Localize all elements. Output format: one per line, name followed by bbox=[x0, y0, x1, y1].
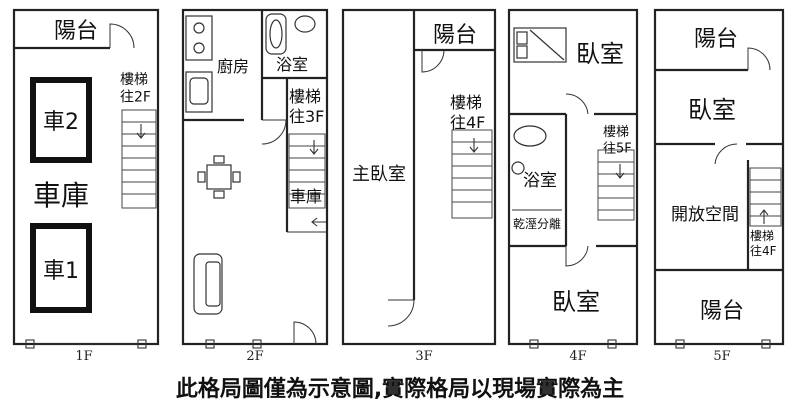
pillar-icon bbox=[607, 339, 617, 349]
f3-balcony-label: 陽台 bbox=[433, 23, 477, 48]
f5-open-space-label: 開放空間 bbox=[671, 205, 739, 225]
pillar-icon bbox=[252, 339, 262, 349]
f4-floor-label: 4F bbox=[569, 349, 586, 364]
f1-stairs-label: 樓梯往2F bbox=[120, 72, 151, 106]
f1-balcony-label: 陽台 bbox=[54, 19, 98, 44]
door-swing-icon bbox=[565, 245, 589, 267]
f2-bathroom-label: 浴室 bbox=[276, 55, 308, 74]
stove-icon bbox=[185, 15, 213, 61]
floor-2f-outline bbox=[181, 8, 329, 346]
door-swing-icon bbox=[261, 119, 287, 145]
f2-garage-label: 車庫 bbox=[290, 187, 322, 206]
wash-basin-icon bbox=[294, 15, 316, 33]
toilet-icon bbox=[513, 125, 547, 147]
pillar-icon bbox=[761, 339, 771, 349]
stair-arrow-icon bbox=[136, 124, 146, 139]
shower-icon bbox=[511, 161, 525, 175]
pillar-icon bbox=[529, 339, 539, 349]
f5-bedroom-label: 臥室 bbox=[688, 96, 736, 124]
floor-4f-outline bbox=[507, 8, 639, 346]
f4-bedroom-top-label: 臥室 bbox=[576, 40, 624, 68]
f1-car-2-label: 車2 bbox=[43, 110, 79, 135]
f5-balcony-top-label: 陽台 bbox=[694, 27, 738, 52]
door-swing-icon bbox=[565, 93, 589, 115]
stairs-icon bbox=[288, 133, 326, 209]
f1-floor-label: 1F bbox=[75, 349, 92, 364]
bathtub-icon bbox=[265, 13, 287, 55]
floor-4f: 臥室 浴室 乾溼分離 樓梯往5F 臥室 4F bbox=[507, 8, 639, 364]
pillar-icon bbox=[675, 339, 685, 349]
f2-stairs-label: 樓梯往3F bbox=[289, 87, 324, 126]
floor-3f: 陽台 主臥室 樓梯往4F 3F bbox=[341, 8, 497, 364]
f3-floor-label: 3F bbox=[415, 349, 432, 364]
floor-2f: 廚房 浴室 樓梯往3F 車庫 2F bbox=[181, 8, 329, 364]
f5-stairs-label: 樓梯往4F bbox=[750, 228, 777, 258]
f5-balcony-bottom-label: 陽台 bbox=[700, 299, 744, 324]
floor-5f-outline bbox=[653, 8, 785, 346]
disclaimer-caption: 此格局圖僅為示意圖,實際格局以現場實際為主 bbox=[175, 377, 625, 402]
f3-master-bedroom-label: 主臥室 bbox=[352, 164, 406, 185]
dining-table-icon bbox=[197, 155, 241, 199]
door-swing-icon bbox=[747, 47, 771, 71]
f1-garage-label: 車庫 bbox=[33, 179, 89, 212]
floor-5f: 陽台 臥室 開放空間 樓梯往4F 陽台 5F bbox=[653, 8, 785, 364]
door-swing-icon bbox=[387, 299, 415, 327]
sink-icon bbox=[185, 71, 213, 113]
pillar-icon bbox=[205, 339, 215, 349]
stairs-icon bbox=[597, 149, 635, 221]
car-2-box bbox=[30, 77, 92, 163]
f2-floor-label: 2F bbox=[246, 349, 263, 364]
stairs-icon bbox=[121, 109, 157, 209]
garage-arrow-icon bbox=[311, 217, 326, 227]
floor-plans: 陽台 車2 車庫 車1 樓梯往2F 1F bbox=[12, 8, 785, 364]
floor-3f-outline bbox=[341, 8, 497, 346]
f4-wet-dry-label: 乾溼分離 bbox=[513, 217, 561, 231]
f3-stairs-label: 樓梯往4F bbox=[450, 93, 485, 132]
stair-arrow-icon bbox=[469, 138, 479, 153]
sofa-icon bbox=[193, 253, 223, 315]
f1-car-1-label: 車1 bbox=[43, 259, 79, 284]
f4-bathroom-label: 浴室 bbox=[523, 171, 557, 191]
f4-stairs-label: 樓梯往5F bbox=[603, 125, 632, 156]
stair-arrow-icon bbox=[615, 164, 625, 179]
f2-kitchen-label: 廚房 bbox=[217, 57, 249, 76]
bed-icon bbox=[513, 27, 567, 63]
door-swing-icon bbox=[293, 321, 317, 345]
car-1-box bbox=[30, 223, 92, 313]
f4-bedroom-bottom-label: 臥室 bbox=[552, 288, 600, 316]
door-swing-icon bbox=[421, 49, 445, 73]
stair-arrow-icon bbox=[309, 140, 319, 155]
stair-arrow-icon bbox=[759, 209, 769, 224]
stairs-icon bbox=[451, 129, 493, 219]
f5-floor-label: 5F bbox=[713, 349, 730, 364]
door-swing-icon bbox=[714, 143, 738, 165]
floor-1f: 陽台 車2 車庫 車1 樓梯往2F 1F bbox=[12, 8, 160, 364]
stairs-icon bbox=[749, 167, 782, 227]
door-swing-icon bbox=[109, 23, 135, 49]
